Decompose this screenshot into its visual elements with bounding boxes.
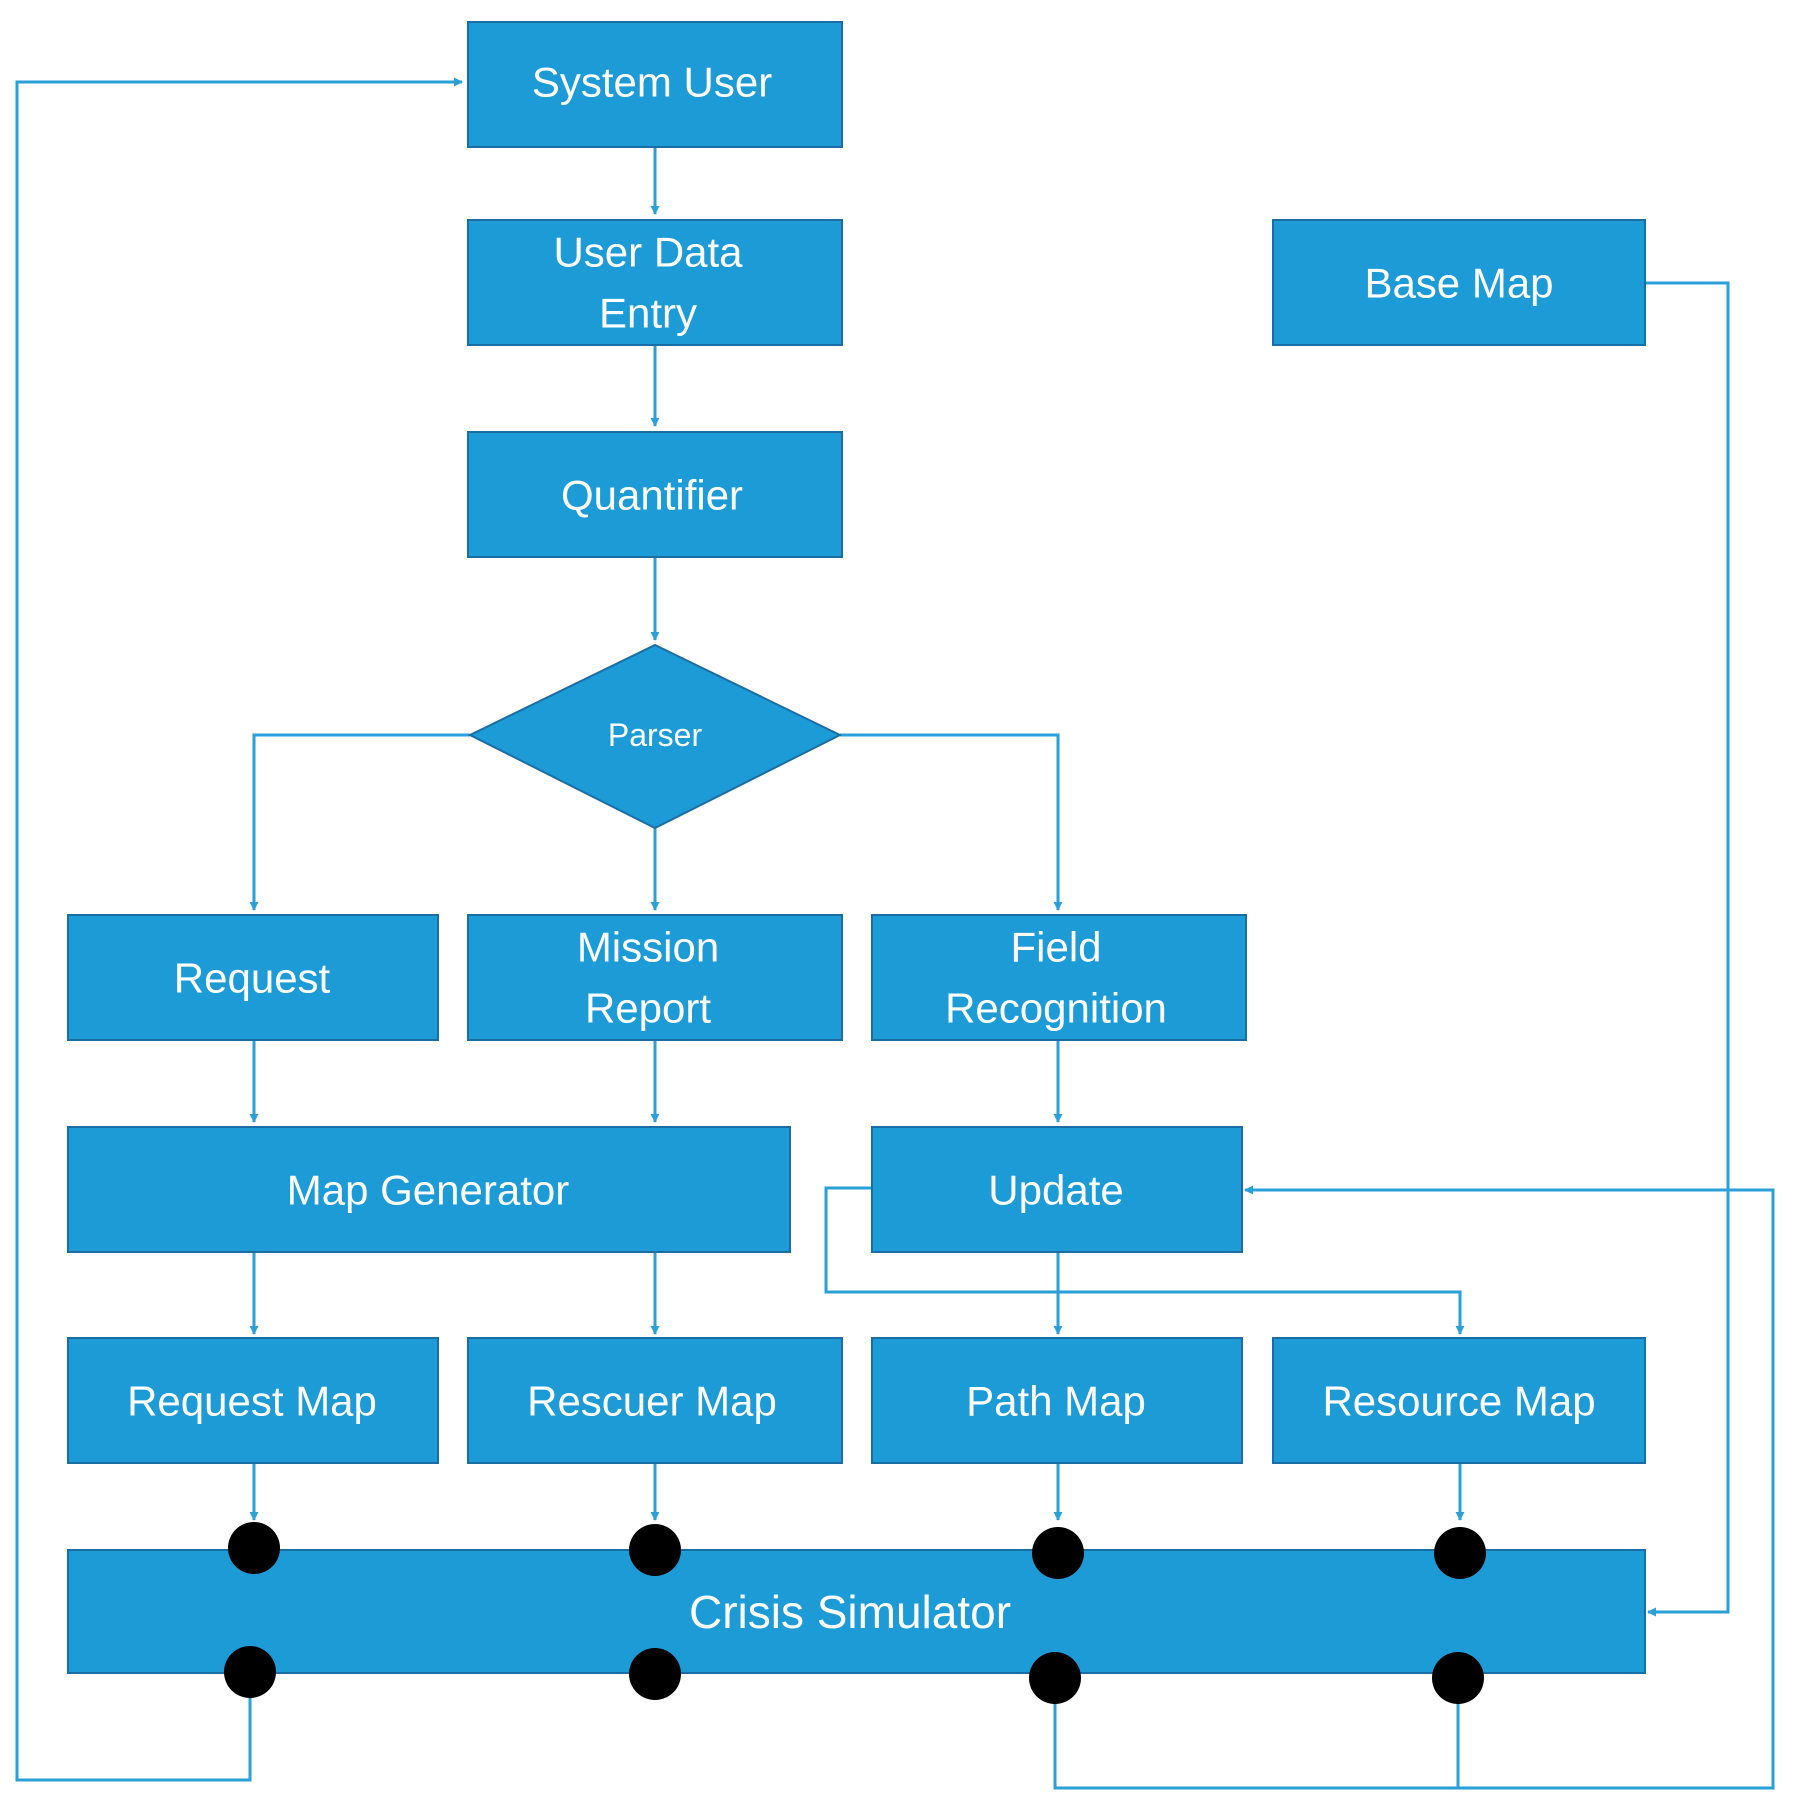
edge-simulator-to-system-user: [15, 77, 463, 1782]
connectors: [15, 77, 1775, 1790]
system-user-box: [467, 21, 843, 148]
user-data-entry-label-line2: Entry: [599, 290, 697, 337]
system-user-label: System User: [532, 59, 772, 106]
request-box: [67, 914, 439, 1041]
base-map-label: Base Map: [1364, 260, 1553, 307]
path-map-label: Path Map: [966, 1378, 1146, 1425]
user-data-entry-box: [467, 219, 843, 346]
user-data-entry-label-line1: User Data: [553, 229, 743, 276]
edge-parser-to-field-recognition: [840, 733, 1063, 911]
port-bottom-path: [1029, 1652, 1081, 1704]
resource-map-label: Resource Map: [1322, 1378, 1595, 1425]
quantifier-label: Quantifier: [561, 472, 743, 519]
edge-simulator-to-update: [1053, 1185, 1775, 1790]
path-map-box: [871, 1337, 1243, 1464]
crisis-simulator-label: Crisis Simulator: [689, 1586, 1011, 1638]
simulator-ports: [224, 1522, 1486, 1704]
map-generator-label: Map Generator: [287, 1167, 569, 1214]
nodes: [67, 21, 1646, 1674]
field-recognition-box: [871, 914, 1247, 1041]
base-map-box: [1272, 219, 1646, 346]
request-map-box: [67, 1337, 439, 1464]
rescuer-map-box: [467, 1337, 843, 1464]
edge-base-map-to-simulator: [1645, 281, 1730, 1617]
labels: System User User Data Entry Quantifier P…: [127, 59, 1595, 1639]
mission-report-box: [467, 914, 843, 1041]
field-recognition-label-line2: Recognition: [945, 985, 1167, 1032]
mission-report-label-line2: Report: [585, 985, 711, 1032]
crisis-simulator-box: [67, 1549, 1646, 1674]
resource-map-box: [1272, 1337, 1646, 1464]
rescuer-map-label: Rescuer Map: [527, 1378, 777, 1425]
request-map-label: Request Map: [127, 1378, 377, 1425]
request-label: Request: [174, 955, 331, 1002]
port-top-rescuer: [629, 1524, 681, 1576]
port-top-path: [1032, 1527, 1084, 1579]
map-generator-box: [67, 1126, 791, 1253]
field-recognition-label-line1: Field: [1010, 924, 1101, 971]
port-top-resource: [1434, 1527, 1486, 1579]
port-bottom-request: [224, 1646, 276, 1698]
port-bottom-rescuer: [629, 1648, 681, 1700]
port-top-request: [228, 1522, 280, 1574]
edge-update-to-resource-map: [824, 1186, 1465, 1335]
parser-diamond: [467, 643, 843, 830]
parser-label: Parser: [608, 717, 703, 753]
quantifier-box: [467, 431, 843, 558]
mission-report-label-line1: Mission: [577, 924, 719, 971]
port-bottom-resource: [1432, 1652, 1484, 1704]
edge-parser-to-request: [249, 733, 470, 911]
update-box: [871, 1126, 1243, 1253]
update-label: Update: [988, 1167, 1123, 1214]
